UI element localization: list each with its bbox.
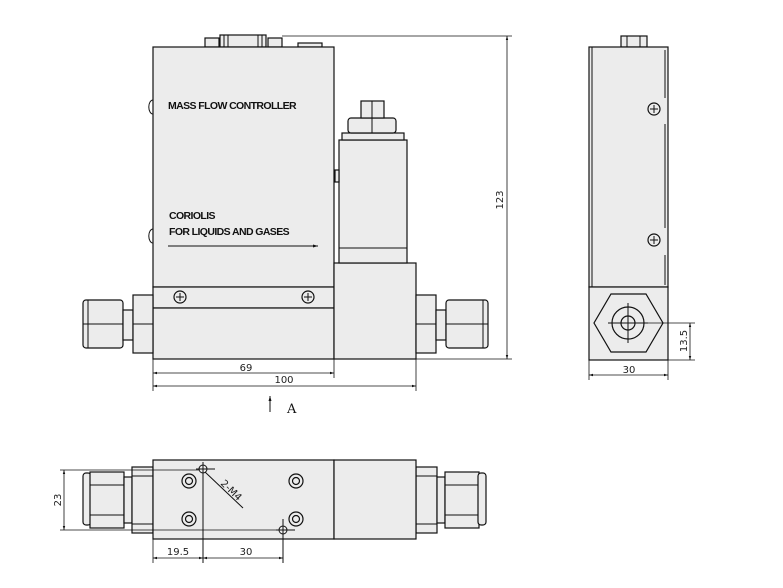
electronics-housing: [152, 46, 335, 288]
valve-block: [333, 262, 417, 360]
m4-hole: [196, 462, 215, 563]
dimension-30-bottom: 30: [240, 547, 253, 558]
inlet-fitting: [82, 294, 154, 354]
dimension-13-5: 13.5: [679, 330, 690, 352]
mounting-hole: [181, 511, 197, 527]
connector-right: [267, 37, 283, 48]
screw-icon: [647, 233, 661, 247]
dimension-19-5: 19.5: [167, 547, 189, 558]
screw-icon: [647, 102, 661, 116]
screw-icon: [301, 290, 315, 304]
side-housing: [588, 46, 669, 288]
valve-coil: [338, 139, 408, 264]
bottom-base: [152, 459, 335, 540]
label-mass-flow-controller: MASS FLOW CONTROLLER: [168, 100, 297, 112]
bottom-valve-block: [333, 459, 417, 540]
side-connector: [620, 35, 648, 48]
label-liquids-gases: FOR LIQUIDS AND GASES: [169, 226, 290, 238]
base-block: [152, 307, 335, 360]
view-label-a: A: [286, 402, 297, 417]
mounting-hole: [288, 473, 304, 489]
dimension-30-side: 30: [623, 365, 636, 376]
outlet-fitting-bottom: [415, 466, 487, 534]
mounting-hole: [181, 473, 197, 489]
front-view: MASS FLOW CONTROLLER CORIOLIS FOR LIQUID…: [82, 34, 512, 417]
label-coriolis: CORIOLIS: [169, 210, 216, 222]
side-screw: [148, 99, 154, 115]
dsub-connector: [219, 34, 267, 48]
dimension-100: 100: [274, 375, 293, 386]
dimension-23: 23: [53, 494, 64, 507]
outlet-fitting: [415, 294, 489, 354]
callout-leader: [204, 471, 244, 509]
mounting-hole: [288, 511, 304, 527]
connector-left: [204, 37, 220, 48]
dimension-69: 69: [240, 363, 253, 374]
dimension-123: 123: [495, 190, 506, 209]
side-screw: [148, 228, 154, 244]
bottom-view: 2-M4 23 19.5 30: [53, 459, 487, 563]
side-view: 13.5 30: [588, 35, 695, 380]
screw-icon: [173, 290, 187, 304]
inlet-fitting-bottom: [82, 466, 154, 534]
